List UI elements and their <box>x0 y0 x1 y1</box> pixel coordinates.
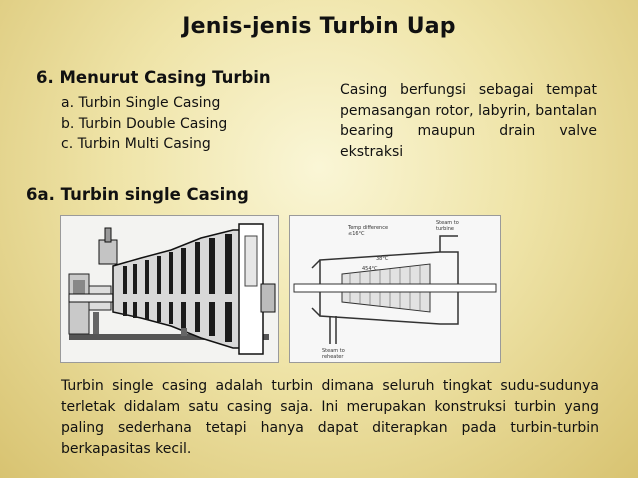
label-turbine: turbine <box>436 226 454 232</box>
list-item: b. Turbin Double Casing <box>61 115 228 132</box>
subsection-heading: 6a. Turbin single Casing <box>26 185 249 204</box>
label-temp-difference-value: ≤16°C <box>348 231 365 237</box>
label-temp-a: 38°C <box>376 256 389 262</box>
slide-title: Jenis-jenis Turbin Uap <box>182 14 456 39</box>
label-steam-to-turbine: Steam to <box>436 220 459 226</box>
turbine-cross-section-image <box>60 215 279 363</box>
label-steam-to-reheater: Steam to <box>322 348 345 354</box>
list-item: a. Turbin Single Casing <box>61 95 221 111</box>
description-paragraph: Turbin single casing adalah turbin diman… <box>61 378 599 457</box>
label-temp-difference: Temp difference <box>347 225 388 231</box>
list-item: c. Turbin Multi Casing <box>61 136 211 152</box>
turbine-type-list: a. Turbin Single Casing b. Turbin Double… <box>61 93 227 155</box>
casing-note: Casing berfungsi sebagai tempat pemasang… <box>340 82 597 160</box>
turbine-schematic-image: Temp difference ≤16°C Steam to turbine 3… <box>289 215 501 363</box>
label-temp-b: 454°C <box>362 266 378 272</box>
section-heading: 6. Menurut Casing Turbin <box>36 68 271 87</box>
label-reheater: reheater <box>322 354 344 360</box>
